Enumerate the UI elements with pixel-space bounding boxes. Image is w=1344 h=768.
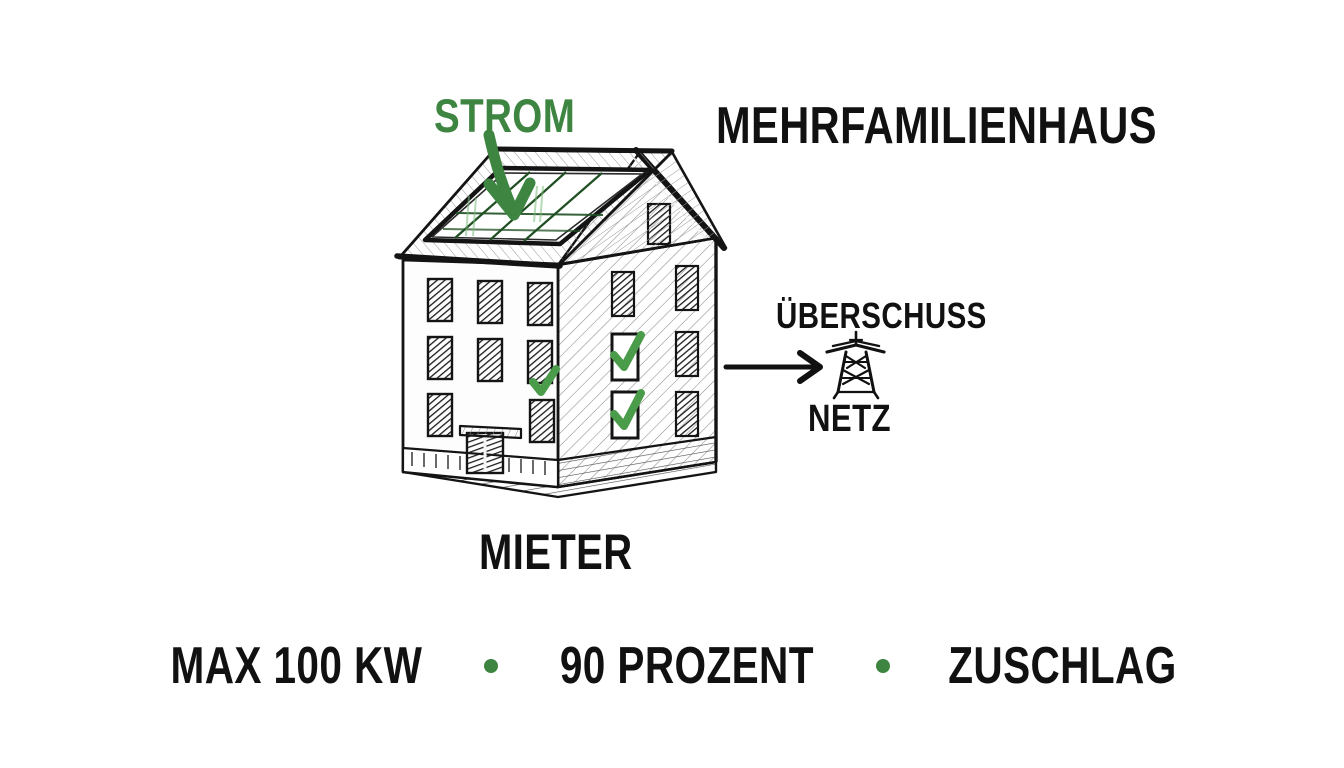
front-door: [458, 424, 523, 475]
rooftop-solar-array: [422, 165, 653, 247]
apartment-building: [394, 129, 728, 499]
checked-unit-front: [529, 365, 560, 396]
checked-unit-side-upper: [610, 331, 645, 382]
roof-right-slope: [558, 150, 728, 266]
checkmark-icon: [529, 365, 560, 396]
footer-item-zuschlag: ZUSCHLAG: [948, 637, 1177, 695]
power-pylon: [825, 330, 886, 400]
footer-item-max-kw: MAX 100 KW: [170, 637, 423, 695]
label-netz: NETZ: [808, 398, 891, 440]
front-windows: [426, 277, 556, 444]
label-mehrfamilienhaus: MEHRFAMILIENHAUS: [716, 97, 1157, 155]
footer-keyword-row: MAX 100 KW 90 PROZENT ZUSCHLAG: [0, 640, 1344, 692]
label-ueberschuss: ÜBERSCHUSS: [776, 295, 987, 336]
label-strom: STROM: [434, 89, 576, 142]
label-mieter: MIETER: [479, 524, 633, 580]
footer-separator-dot-icon: [484, 659, 499, 673]
checkmark-icon: [610, 389, 645, 430]
footer-separator-dot-icon: [875, 659, 890, 673]
checkmark-icon: [610, 331, 645, 371]
checked-unit-side-lower: [610, 389, 645, 440]
strom-arrow: [483, 129, 536, 221]
ueberschuss-arrow: [723, 350, 823, 384]
footer-item-prozent: 90 PROZENT: [559, 637, 815, 695]
